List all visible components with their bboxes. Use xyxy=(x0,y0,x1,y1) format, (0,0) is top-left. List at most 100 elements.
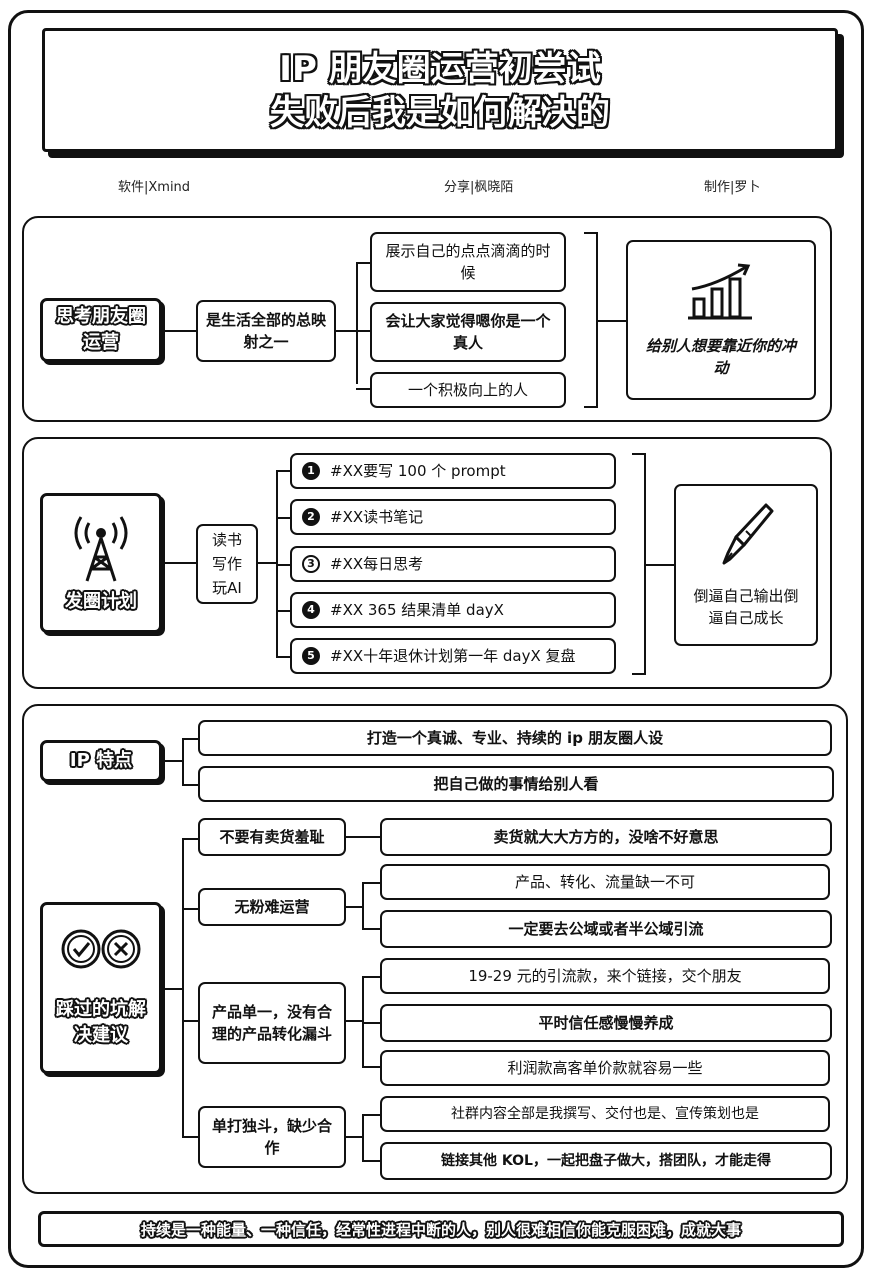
branch-line xyxy=(356,262,358,384)
plan-item: 5 #XX十年退休计划第一年 dayX 复盘 xyxy=(290,638,616,674)
connector xyxy=(596,320,626,322)
connector xyxy=(182,1020,198,1022)
section2-result: 倒逼自己输出倒逼自己成长 xyxy=(674,484,818,646)
connector xyxy=(362,1160,380,1162)
connector xyxy=(356,330,370,332)
bracket-end xyxy=(584,406,598,408)
section-ip xyxy=(22,704,848,1194)
section-think xyxy=(22,216,832,422)
fountain-pen-icon xyxy=(722,503,774,565)
title-box: IP 朋友圈运营初尝试 失败后我是如何解决的 xyxy=(42,28,838,152)
solution-item-label: 19-29 元的引流款，来个链接，交个朋友 xyxy=(468,967,742,985)
ip-item-label: 打造一个真诚、专业、持续的 ip 朋友圈人设 xyxy=(366,729,664,747)
connector xyxy=(182,838,198,840)
solution-item-label: 链接其他 KOL，一起把盘子做大，搭团队，才能走得 xyxy=(441,1153,771,1169)
plan-item: 3 #XX每日思考 xyxy=(290,546,616,582)
branch-line xyxy=(362,882,364,930)
solution-item-label: 产品、转化、流量缺一不可 xyxy=(514,873,695,891)
connector xyxy=(346,836,380,838)
connector xyxy=(162,330,196,332)
number-badge: 1 xyxy=(302,462,320,480)
footer-banner: 持续是一种能量、一种信任，经常性进程中断的人，别人很难相信你能克服困难，成就大事 xyxy=(38,1211,844,1247)
plan-item-label: #XX要写 100 个 prompt xyxy=(330,462,506,480)
title-line-1: IP 朋友圈运营初尝试 xyxy=(279,49,601,89)
connector xyxy=(162,760,184,762)
meta-share: 分享|枫晓陌 xyxy=(444,180,514,195)
connector xyxy=(182,784,198,786)
branch-line xyxy=(182,738,184,786)
connector xyxy=(362,882,380,884)
connector xyxy=(276,564,290,566)
connector xyxy=(362,928,380,930)
connector xyxy=(162,562,196,564)
section1-item: 展示自己的点点滴滴的时候 xyxy=(370,232,566,292)
pit-item: 产品单一，没有合理的产品转化漏斗 xyxy=(198,982,346,1064)
section1-item-label: 会让大家觉得嗯你是一个真人 xyxy=(385,312,551,352)
number-badge: 3 xyxy=(302,555,320,573)
pit-item-label: 无粉难运营 xyxy=(234,898,310,916)
section1-item: 一个积极向上的人 xyxy=(370,372,566,408)
branch-line xyxy=(182,838,184,1138)
bracket-end xyxy=(632,673,646,675)
section1-header-label: 思考朋友圈运营 xyxy=(56,306,146,353)
number-badge: 5 xyxy=(302,647,320,665)
connector xyxy=(346,906,364,908)
number-badge: 4 xyxy=(302,601,320,619)
connector xyxy=(182,738,198,740)
solution-item-label: 卖货就大大方方的，没啥不好意思 xyxy=(493,828,719,846)
solution-item-label: 平时信任感慢慢养成 xyxy=(538,1014,674,1032)
section2-header: 发圈计划 xyxy=(40,493,162,633)
section1-middle-label: 是生活全部的总映射之一 xyxy=(206,311,327,351)
connector xyxy=(276,656,290,658)
solution-item: 链接其他 KOL，一起把盘子做大，搭团队，才能走得 xyxy=(380,1142,832,1180)
meta-maker: 制作|罗卜 xyxy=(704,180,761,195)
connector xyxy=(276,470,290,472)
pit-item: 单打独斗，缺少合作 xyxy=(198,1106,346,1168)
solution-item: 利润款高客单价款就容易一些 xyxy=(380,1050,830,1086)
ip-header-label: IP 特点 xyxy=(69,750,133,771)
connector xyxy=(182,908,198,910)
plan-item: 2 #XX读书笔记 xyxy=(290,499,616,535)
plan-item: 1 #XX要写 100 个 prompt xyxy=(290,453,616,489)
section2-middle-label: 读书写作玩AI xyxy=(211,531,242,597)
plan-item-label: #XX每日思考 xyxy=(330,555,424,573)
ip-header: IP 特点 xyxy=(40,740,162,782)
solution-item-label: 社群内容全部是我撰写、交付也是、宣传策划也是 xyxy=(451,1106,759,1122)
outer-frame xyxy=(8,10,864,1268)
solution-item-label: 一定要去公域或者半公域引流 xyxy=(508,920,704,938)
connector xyxy=(362,1066,380,1068)
pit-item: 不要有卖货羞耻 xyxy=(198,818,346,856)
solution-item: 平时信任感慢慢养成 xyxy=(380,1004,832,1042)
title-line-2: 失败后我是如何解决的 xyxy=(270,93,610,133)
section1-item-label: 一个积极向上的人 xyxy=(407,381,528,399)
connector xyxy=(356,388,370,390)
meta-software: 软件|Xmind xyxy=(118,180,191,195)
solution-item-label: 利润款高客单价款就容易一些 xyxy=(507,1059,703,1077)
section2-header-label: 发圈计划 xyxy=(65,591,137,612)
plan-item-label: #XX读书笔记 xyxy=(330,508,424,526)
section2-middle: 读书写作玩AI xyxy=(196,524,258,604)
connector xyxy=(258,562,278,564)
pit-item-label: 产品单一，没有合理的产品转化漏斗 xyxy=(211,1003,332,1043)
bar-chart-growth-icon xyxy=(688,263,752,320)
section1-item: 会让大家觉得嗯你是一个真人 xyxy=(370,302,566,362)
plan-item: 4 #XX 365 结果清单 dayX xyxy=(290,592,616,628)
ip-item: 打造一个真诚、专业、持续的 ip 朋友圈人设 xyxy=(198,720,832,756)
solution-item: 产品、转化、流量缺一不可 xyxy=(380,864,830,900)
pit-header: 踩过的坑解决建议 xyxy=(40,902,162,1074)
signal-tower-icon xyxy=(74,516,128,582)
branch-line xyxy=(362,1114,364,1162)
connector xyxy=(362,1022,380,1024)
solution-item: 一定要去公域或者半公域引流 xyxy=(380,910,832,948)
section1-result: 给别人想要靠近你的冲动 xyxy=(626,240,816,400)
bracket-end xyxy=(632,453,646,455)
plan-item-label: #XX 365 结果清单 dayX xyxy=(330,601,504,619)
pit-item: 无粉难运营 xyxy=(198,888,346,926)
connector xyxy=(336,330,358,332)
connector xyxy=(644,564,674,566)
number-badge: 2 xyxy=(302,508,320,526)
connector xyxy=(346,1020,364,1022)
connector xyxy=(356,262,370,264)
pit-item-label: 不要有卖货羞耻 xyxy=(219,828,325,846)
bracket-end xyxy=(584,232,598,234)
